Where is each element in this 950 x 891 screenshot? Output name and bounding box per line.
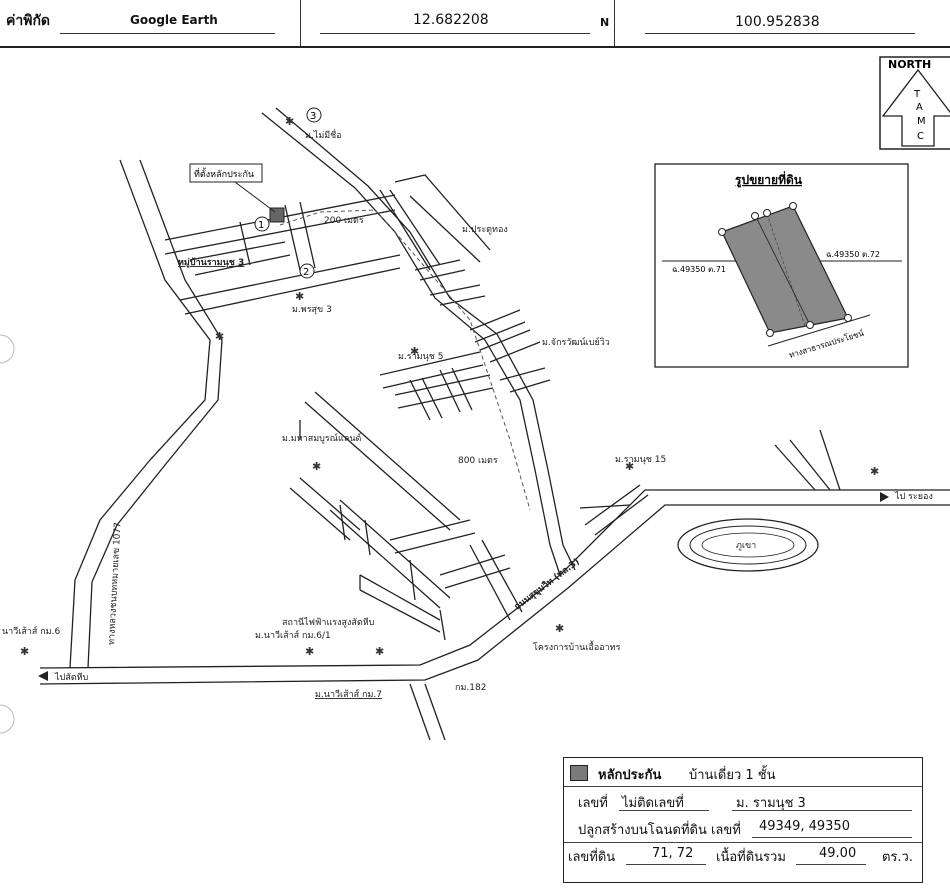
legend-divider-2 [564, 842, 922, 843]
legend-type: บ้านเดี่ยว 1 ชั้น [689, 768, 776, 783]
legend-house-no-label: เลขที่ [578, 796, 608, 811]
header-cell-source [0, 0, 301, 46]
legend-area-label: เนื้อที่ดินรวม [716, 850, 786, 865]
legend-parcel-value: 71, 72 [652, 846, 694, 861]
inset-left-label: ฉ.49350 ต.71 [672, 265, 726, 274]
north-letter-m: M [917, 116, 926, 127]
label-to-rayong: ไป ระยอง [894, 491, 933, 502]
svg-text:✱: ✱ [295, 290, 304, 303]
svg-text:✱: ✱ [285, 115, 294, 128]
lat-underline [320, 33, 590, 34]
legend-underline-1 [619, 810, 709, 811]
lon-underline [645, 33, 915, 34]
legend-area-unit: ตร.ว. [882, 850, 913, 865]
label-mountain: ภูเขา [736, 541, 756, 551]
longitude-value: 100.952838 [735, 14, 820, 30]
label-electric-station: สถานีไฟฟ้าแรงสูงสัตหีบ [282, 617, 375, 628]
label-highway-1077: ทางหลวงชนบทหมายเลข 1077 [107, 522, 123, 645]
distance-path [279, 209, 531, 511]
legend-title: หลักประกัน [598, 768, 662, 783]
collateral-location [269, 207, 285, 223]
mountain-icon [677, 518, 819, 572]
north-letter-t: T [913, 89, 921, 100]
arrow-left-icon [38, 671, 48, 681]
legend-village: ม. รามนุช 3 [736, 796, 806, 811]
svg-text:✱: ✱ [870, 465, 879, 478]
svg-text:✱: ✱ [20, 645, 29, 658]
legend-deed-value: 49349, 49350 [759, 819, 850, 834]
label-chakrawat: ม.จักรวัฒน์เบย์วิว [542, 336, 610, 348]
legend-divider [564, 786, 922, 787]
svg-text:✱: ✱ [312, 460, 321, 473]
label-ramanut15: ม.รามนุช 15 [615, 455, 666, 465]
label-maimisue: ม.ไม่มีชื่อ [305, 128, 342, 141]
collateral-legend: หลักประกัน บ้านเดี่ยว 1 ชั้น เลขที่ ไม่ต… [563, 757, 923, 883]
marker-2: 2 [299, 263, 315, 279]
north-arrow-icon: NORTH T A M C [879, 56, 950, 150]
label-nawi-6: นาวีเส้าส์ กม.6 [2, 625, 60, 637]
inset-title: รูปขยายที่ดิน [735, 171, 803, 188]
label-nawi-7: ม.นาวีเส้าส์ กม.7 [315, 688, 382, 700]
arrow-right-icon [880, 492, 889, 502]
marker-1: 1 [254, 216, 270, 232]
label-baan-project: โครงการบ้านเอื้ออาทร [533, 640, 621, 653]
binder-hole-bottom [0, 704, 15, 734]
legend-swatch [570, 765, 588, 781]
legend-deed-label: ปลูกสร้างบนโฉนดที่ดิน เลขที่ [578, 823, 741, 838]
coord-label: ค่าพิกัด [6, 13, 51, 29]
binder-hole-top [0, 334, 15, 364]
collateral-box-label: ที่ตั้งหลักประกัน [194, 167, 254, 180]
north-letter-a: A [916, 102, 923, 113]
label-mahasomboon: ม.มหาสมบูรณ์แลนด์ [282, 432, 362, 444]
tree-icons: ✱ ✱ ✱ ✱ ✱ ✱ ✱ ✱ ✱ ✱ ✱ [20, 115, 879, 658]
latitude-value: 12.682208 [413, 12, 489, 28]
marker-3: 3 [306, 107, 322, 123]
label-km-marker: กม.182 [455, 683, 486, 693]
source-underline [60, 33, 275, 34]
label-ramanut5: ม.รามนุช 5 [398, 352, 443, 362]
inset-right-label: ฉ.49350 ต.72 [826, 250, 880, 259]
svg-text:3: 3 [310, 111, 316, 122]
svg-text:✱: ✱ [215, 330, 224, 343]
label-pratuthong: ม.ประตูทอง [462, 225, 508, 235]
legend-parcel-label: เลขที่ดิน [568, 850, 616, 865]
label-dist-800: 800 เมตร [458, 456, 498, 466]
north-label: NORTH [888, 58, 931, 71]
label-sukhumvit: ถนนสุขุมวิท (ทล.3) [512, 556, 582, 612]
header-bar: ค่าพิกัด Google Earth 12.682208 N 100.95… [0, 0, 950, 48]
label-nawi-6-1: ม.นาวีเส้าส์ กม.6/1 [255, 629, 331, 641]
lat-unit: N [600, 16, 610, 29]
svg-text:1: 1 [258, 220, 264, 231]
label-pornsuk3: ม.พรสุข 3 [292, 305, 332, 315]
road-network [39, 107, 950, 741]
svg-text:✱: ✱ [305, 645, 314, 658]
label-ramanut3: หมู่บ้านรามนุช 3 [178, 257, 244, 268]
north-letter-c: C [917, 131, 924, 142]
header-cell-lat [301, 0, 615, 46]
legend-underline-5 [796, 864, 866, 865]
land-inset: รูปขยายที่ดิน ฉ.49350 ต.71 ฉ.49350 ต.72 … [654, 163, 909, 368]
svg-text:✱: ✱ [410, 345, 419, 358]
legend-house-no-value: ไม่ติดเลขที่ [622, 796, 684, 811]
svg-text:✱: ✱ [375, 645, 384, 658]
source-text: Google Earth [130, 13, 218, 27]
svg-text:✱: ✱ [625, 460, 634, 473]
label-dist-200: 200 เมตร [324, 216, 364, 226]
label-to-sattahip: ไปสัตหีบ [54, 672, 89, 683]
legend-underline-2 [732, 810, 912, 811]
svg-text:✱: ✱ [555, 622, 564, 635]
legend-area-value: 49.00 [819, 846, 857, 861]
legend-underline-3 [752, 837, 912, 838]
legend-underline-4 [626, 864, 706, 865]
svg-text:2: 2 [303, 267, 309, 278]
